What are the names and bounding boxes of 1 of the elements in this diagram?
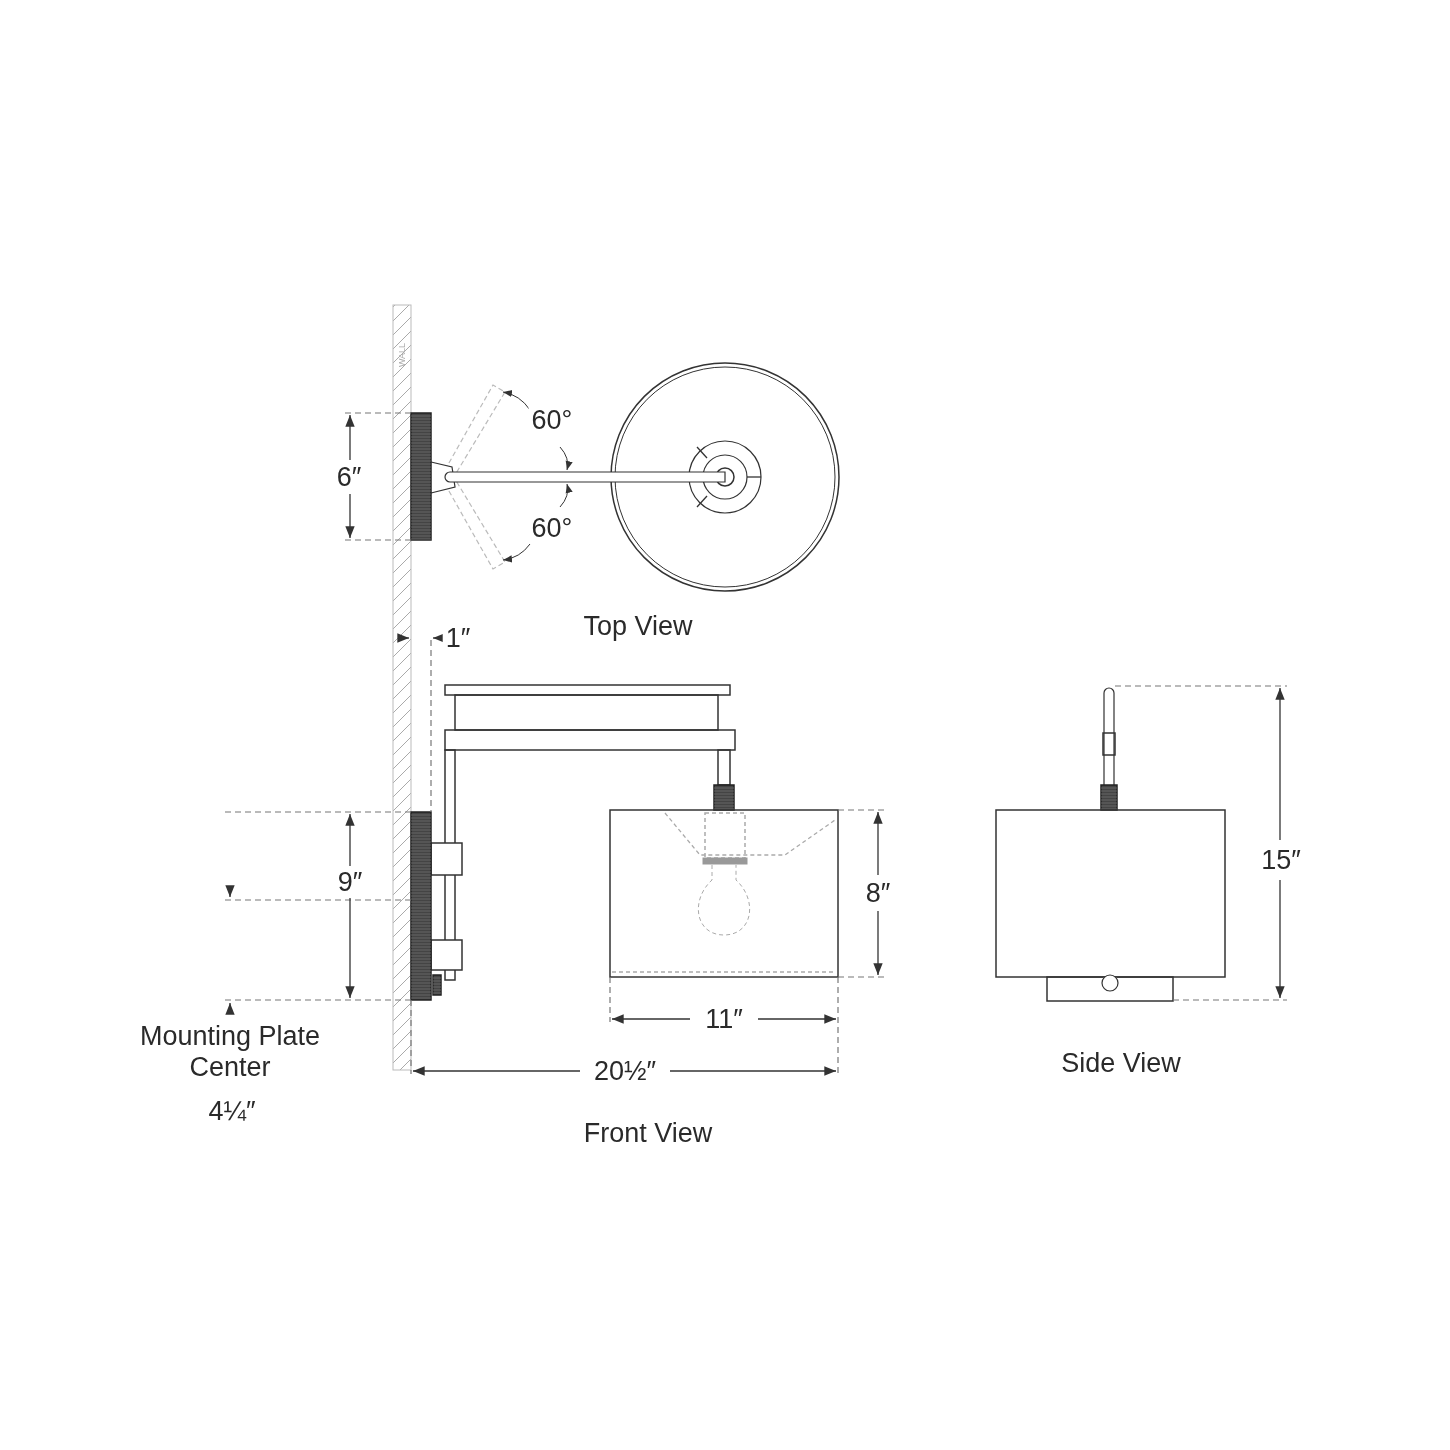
note-text: Mounting Plate Center bbox=[138, 1021, 322, 1083]
